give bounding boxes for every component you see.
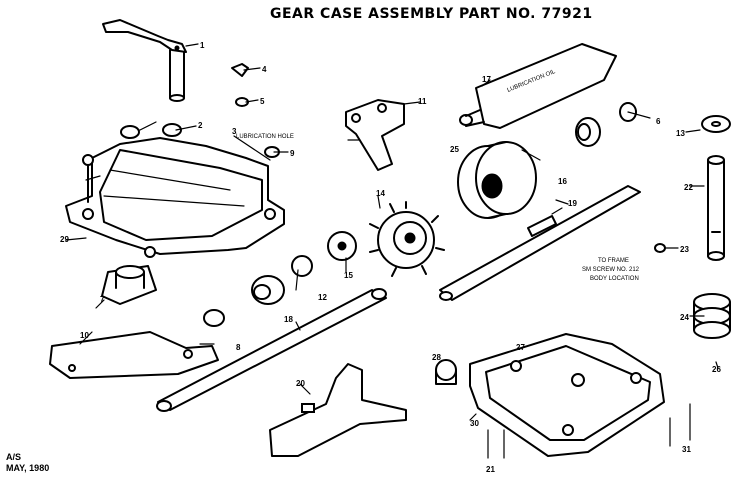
upper-shaft [439, 185, 641, 301]
callout-5: 5 [260, 97, 265, 106]
callout-25: 25 [450, 145, 459, 154]
footer-line-1: A/S [6, 452, 22, 462]
callout-9: 9 [290, 149, 295, 158]
callout-3: 3 [232, 127, 237, 136]
callout-24: 24 [680, 313, 689, 322]
callout-27: 27 [516, 343, 525, 352]
bottom-bolts [487, 403, 691, 459]
gasket-plate [49, 331, 219, 379]
callout-17: 17 [482, 75, 491, 84]
long-shaft-lower [156, 288, 387, 412]
callout-18: 18 [284, 315, 293, 324]
bearing-block [101, 265, 157, 305]
label-sm-screw: SM SCREW NO. 212 [582, 267, 640, 273]
callout-7: 7 [100, 295, 105, 304]
callout-23: 23 [680, 245, 689, 254]
callout-4: 4 [262, 65, 267, 74]
vertical-shaft-stack [654, 115, 731, 339]
callout-26: 26 [712, 365, 721, 374]
toothed-gear [369, 201, 445, 277]
leader-lines [65, 43, 719, 421]
callout-8: 8 [236, 343, 241, 352]
lubrication-tube: LUBRICATION OIL [459, 43, 617, 129]
spur-gear-assembly [203, 231, 357, 327]
small-bushing [575, 102, 637, 147]
gear-case-housing [435, 333, 665, 457]
callout-2: 2 [198, 121, 203, 130]
callout-20: 20 [296, 379, 305, 388]
bracket-rod-part [102, 19, 187, 102]
label-body-location: BODY LOCATION [590, 276, 639, 282]
small-washers [120, 63, 280, 158]
callout-29: 29 [60, 235, 69, 244]
gear-case-cover [65, 137, 285, 258]
callout-1: 1 [200, 41, 205, 50]
mounting-bracket [269, 363, 407, 457]
callout-22: 22 [684, 183, 693, 192]
diagram-title: GEAR CASE ASSEMBLY PART NO. 77921 [270, 6, 593, 22]
label-lubrication-hole: LUBRICATION HOLE [236, 134, 294, 140]
callout-11: 11 [418, 97, 427, 106]
callout-28: 28 [432, 353, 441, 362]
footer-line-2: MAY, 1980 [6, 463, 50, 473]
callout-16: 16 [558, 177, 567, 186]
callout-12: 12 [318, 293, 327, 302]
callout-6: 6 [656, 117, 661, 126]
callout-19: 19 [568, 199, 577, 208]
callout-15: 15 [344, 271, 353, 280]
callout-10: 10 [80, 331, 89, 340]
callout-21: 21 [486, 465, 495, 474]
large-pulley [457, 141, 537, 219]
c-shaped-fork [345, 99, 405, 171]
label-to-frame: TO FRAME [598, 258, 629, 264]
callout-30: 30 [470, 419, 479, 428]
callout-13: 13 [676, 129, 685, 138]
callout-14: 14 [376, 189, 385, 198]
callout-31: 31 [682, 445, 691, 454]
